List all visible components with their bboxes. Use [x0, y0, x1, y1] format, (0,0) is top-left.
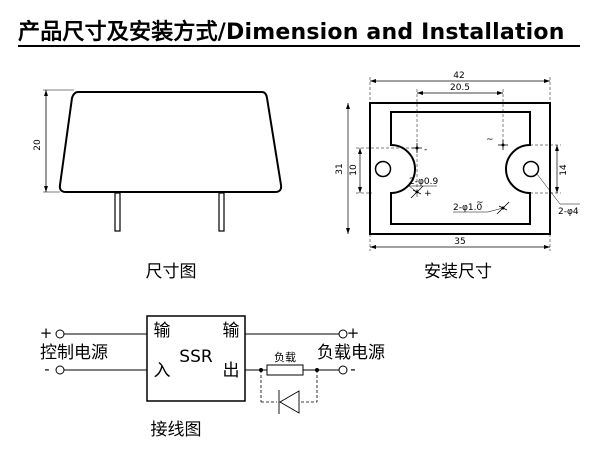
load-resistor: [266, 364, 304, 376]
pin-left: [114, 192, 121, 232]
ssr-box: [146, 315, 246, 402]
mount-outer-outline: [369, 102, 551, 235]
diode-branch: [260, 370, 318, 403]
ssr-body-outline: [58, 91, 283, 193]
size-view: 20 尺寸图: [33, 89, 283, 282]
terminal-control-plus: [55, 329, 65, 339]
dim-total-width: 42: [453, 71, 464, 81]
pin-large-label: 2-φ1.0: [453, 203, 482, 213]
sym-ac-2: ~: [476, 198, 484, 208]
input-top: 输: [154, 321, 171, 341]
size-view-caption: 尺寸图: [146, 262, 197, 282]
sym-ac-1: ~: [486, 135, 494, 145]
control-plus-sign: +: [40, 324, 53, 342]
dim-height: 31: [335, 163, 345, 174]
pin-small-label: 2-φ0.9: [409, 177, 438, 187]
output-bottom: 出: [223, 361, 240, 381]
output-top: 输: [223, 321, 240, 341]
wiring-caption: 接线图: [151, 420, 202, 440]
dim-inner: 10: [349, 164, 359, 176]
mount-hole-right: [522, 160, 540, 178]
load-minus-sign: -: [350, 360, 355, 378]
install-view-caption: 安装尺寸: [424, 262, 492, 282]
load-label: 负载: [274, 350, 296, 364]
mount-inner-outline: [390, 111, 531, 225]
input-bottom: 入: [154, 361, 171, 381]
mount-hole-left: [374, 160, 392, 178]
ssr-label: SSR: [179, 347, 213, 367]
page-title: 产品尺寸及安装方式/Dimension and Installation: [18, 20, 565, 45]
mount-hole-label: 2-φ4: [558, 207, 579, 217]
terminal-control-minus: [55, 365, 65, 375]
dim-bottom: 35: [454, 237, 465, 247]
wiring-diagram: 输 入 输 出 SSR + - 控制电源 负载 + - 负载电源: [40, 315, 385, 440]
diode-icon: [278, 390, 300, 414]
control-power-label: 控制电源: [40, 343, 108, 363]
terminal-load-plus: [338, 329, 348, 339]
dim-right: 14: [559, 164, 569, 176]
pin-marker-top-left: [412, 143, 422, 153]
dim-center: 20.5: [450, 83, 470, 93]
pin-marker-top-right: [498, 140, 508, 150]
load-plus-sign: +: [347, 324, 360, 342]
sym-minus: -: [424, 145, 427, 155]
install-view: 42 20.5 31 10 14 35: [335, 71, 580, 282]
sym-plus: +: [424, 189, 432, 199]
height-dim-label: 20: [33, 139, 43, 151]
title-underline: [18, 45, 580, 47]
load-power-label: 负载电源: [317, 343, 385, 363]
control-minus-sign: -: [44, 360, 49, 378]
terminal-load-minus: [338, 365, 348, 375]
pin-right: [218, 192, 225, 232]
